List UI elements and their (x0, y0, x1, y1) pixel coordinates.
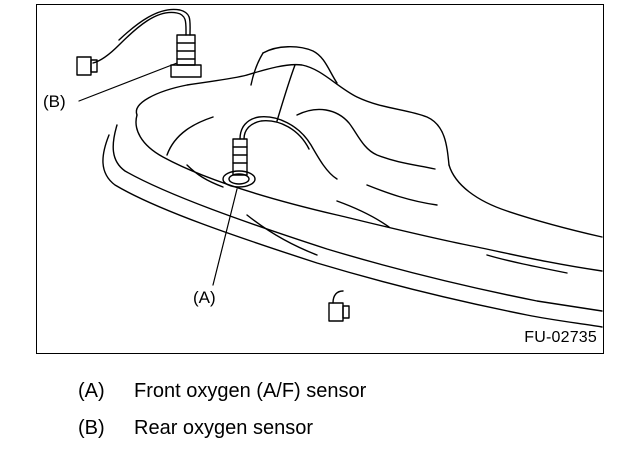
callout-b-label: (B) (43, 92, 66, 111)
sensor-connector-icon (76, 56, 98, 76)
diagram-frame: (B) (A) FU-02735 (36, 4, 604, 354)
legend-item-a: (A) Front oxygen (A/F) sensor (78, 380, 366, 417)
callout-a-label: (A) (193, 288, 216, 307)
exhaust-diagram (76, 8, 603, 328)
legend-key: (B) (78, 417, 105, 439)
legend-item-b: (B) Rear oxygen sensor (78, 417, 366, 454)
front-oxygen-sensor-icon (222, 116, 338, 188)
callout-a-leader (212, 188, 238, 286)
legend-key: (A) (78, 380, 105, 402)
exhaust-pipe-icon (102, 46, 603, 328)
legend-text: Rear oxygen sensor (134, 417, 313, 439)
rear-oxygen-sensor-icon (92, 8, 202, 78)
callout-b-leader (78, 62, 178, 102)
sensor-connector-icon (328, 290, 350, 322)
figure-id-label: FU-02735 (524, 329, 597, 346)
legend-text: Front oxygen (A/F) sensor (134, 380, 367, 402)
legend: (A) Front oxygen (A/F) sensor (B) Rear o… (78, 380, 366, 454)
